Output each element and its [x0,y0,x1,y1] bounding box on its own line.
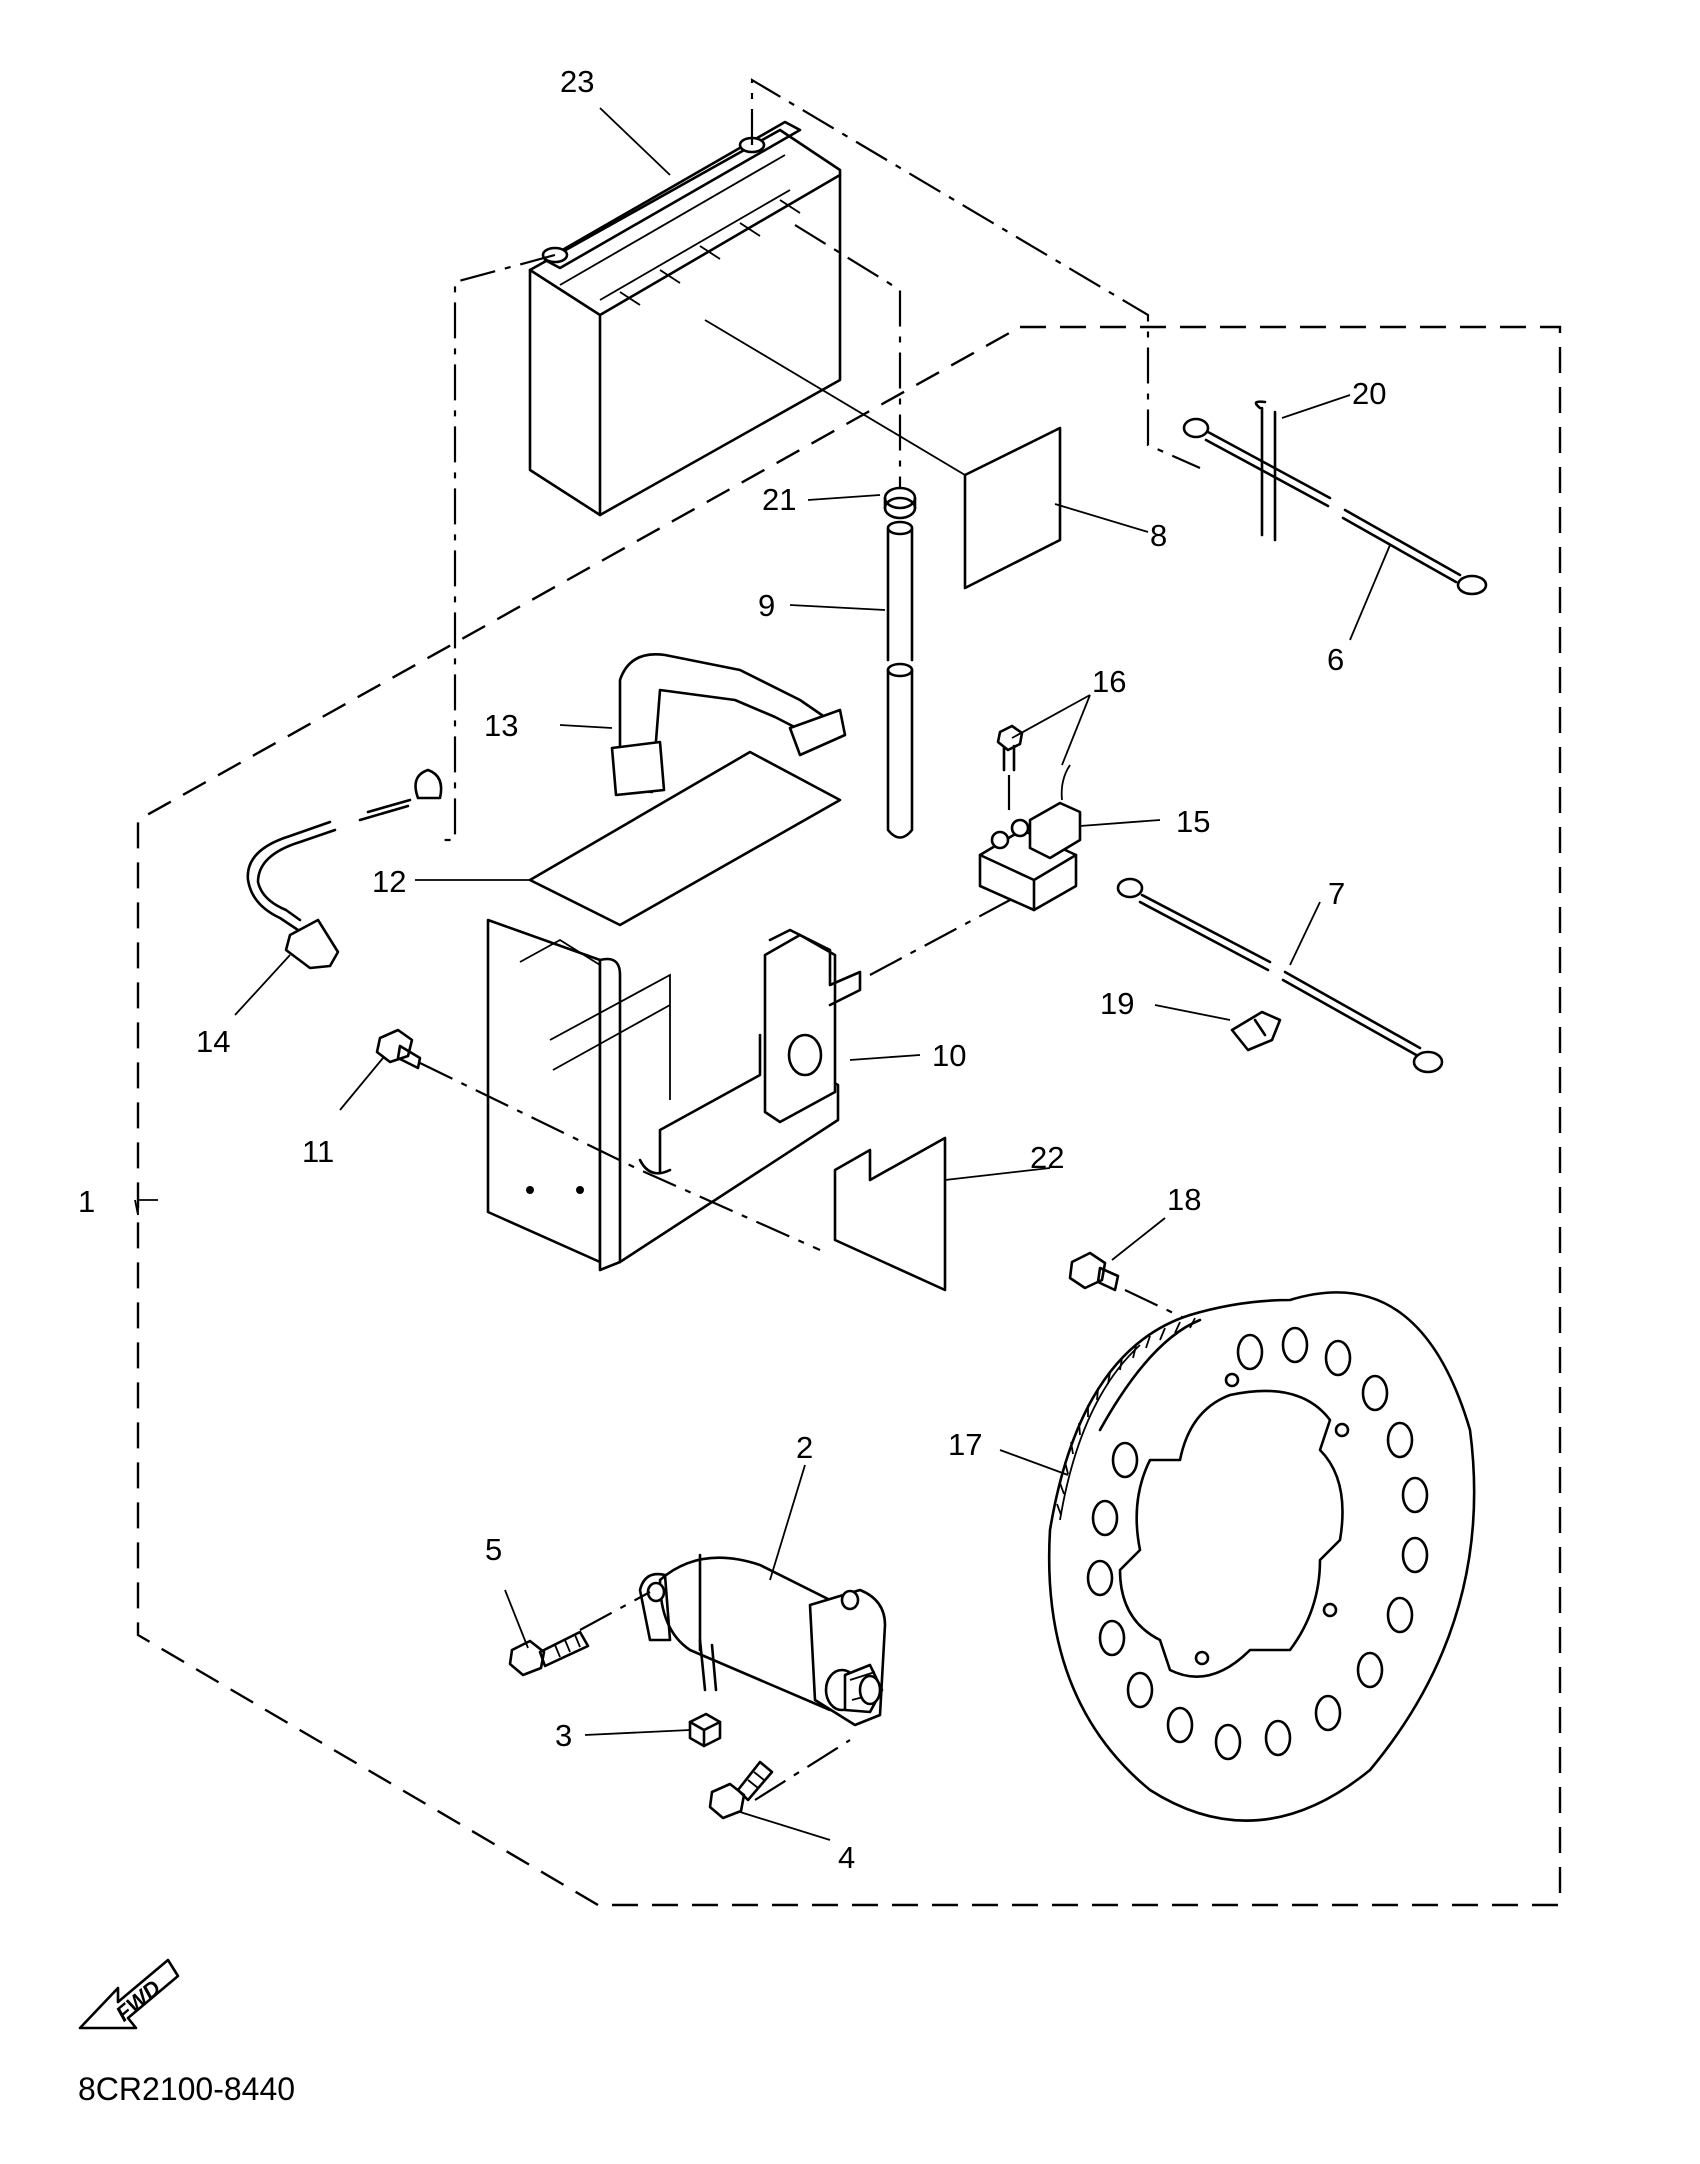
battery-label-sheet [963,426,1062,590]
callout-16: 16 [1092,664,1126,699]
bolt-5 [508,1630,590,1677]
callout-15: 15 [1176,804,1210,839]
starter-ring-gear [1047,1291,1476,1822]
kit-boundary [136,325,1562,1907]
callout-18: 18 [1167,1182,1201,1217]
starter-relay [978,764,1082,912]
callout-10: 10 [932,1038,966,1073]
callout-11: 11 [302,1134,334,1169]
bolt-4 [708,1760,774,1820]
callout-21: 21 [762,482,796,517]
callout-3: 3 [555,1718,572,1753]
fwd-arrow-icon: FWD [78,1958,180,2030]
starter-motor [638,1553,887,1727]
hose-clamp [883,486,917,520]
chain-line-battery-left [440,253,556,842]
starter-relay-lead [1182,400,1488,596]
bolt-11 [375,1028,422,1070]
callout-5: 5 [485,1532,502,1567]
chain-line-battery-center [794,224,902,490]
negative-lead [246,768,443,970]
callout-1: 1 [78,1184,95,1219]
callout-20: 20 [1352,376,1386,411]
battery [528,120,842,517]
battery-box [486,918,862,1272]
screw-16 [996,724,1024,810]
battery-band [610,652,847,797]
callout-23: 23 [560,64,594,99]
chain-line-box-relay [869,899,1011,976]
chain-line-bolt-11 [419,1062,821,1252]
callout-labels: 23 20 21 8 9 6 16 13 15 12 7 19 10 14 11… [78,64,1386,1875]
callout-13: 13 [484,708,518,743]
battery-box-plate [833,1136,947,1292]
breather-hose [886,520,914,839]
callout-7: 7 [1328,876,1345,911]
drawing-code: 8CR2100-8440 [78,2071,295,2107]
callout-12: 12 [372,864,406,899]
nut-3 [688,1712,722,1748]
callout-2: 2 [796,1430,813,1465]
callout-8: 8 [1150,518,1167,553]
callout-14: 14 [196,1024,230,1059]
chain-line-starter-left [579,1591,651,1631]
callout-19: 19 [1100,986,1134,1021]
callout-9: 9 [758,588,775,623]
leader-lines [138,107,1391,1841]
battery-damper-sheet [528,750,842,927]
chain-line-starter-right [754,1739,851,1801]
callout-22: 22 [1030,1140,1064,1175]
callout-6: 6 [1327,642,1344,677]
callout-4: 4 [838,1840,855,1875]
bolt-18 [1068,1251,1120,1292]
callout-17: 17 [948,1427,982,1462]
starter-motor-lead [1116,877,1444,1074]
chain-line-battery-right [750,78,1201,470]
